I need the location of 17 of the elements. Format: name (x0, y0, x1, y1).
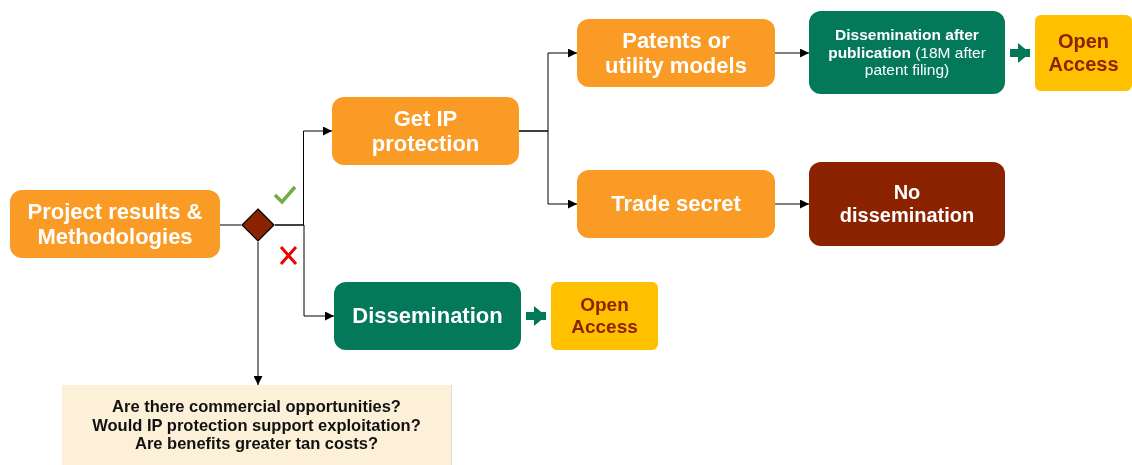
outcome-box: No dissemination (809, 162, 1005, 246)
arrow (774, 199, 810, 209)
process-box: Dissemination (334, 282, 521, 350)
arrow (518, 130, 578, 209)
process-box: Project results & Methodologies (10, 190, 220, 258)
process-box: Trade secret (577, 170, 775, 238)
process-box: Dissemination after publication (18M after patent filing) (809, 11, 1005, 94)
connector-line (219, 224, 242, 226)
decision-diamond (241, 208, 275, 242)
process-box: Get IP protection (332, 97, 519, 165)
outcome-box: Open Access (551, 282, 658, 350)
outcome-box: Open Access (1035, 15, 1132, 91)
arrow (253, 241, 263, 386)
arrow (774, 48, 810, 58)
arrow (274, 224, 335, 321)
question-box: Are there commercial opportunities? Would IP protection support exploitation? Are benefits greater tan costs? (62, 385, 452, 465)
process-box: Patents or utility models (577, 19, 775, 87)
